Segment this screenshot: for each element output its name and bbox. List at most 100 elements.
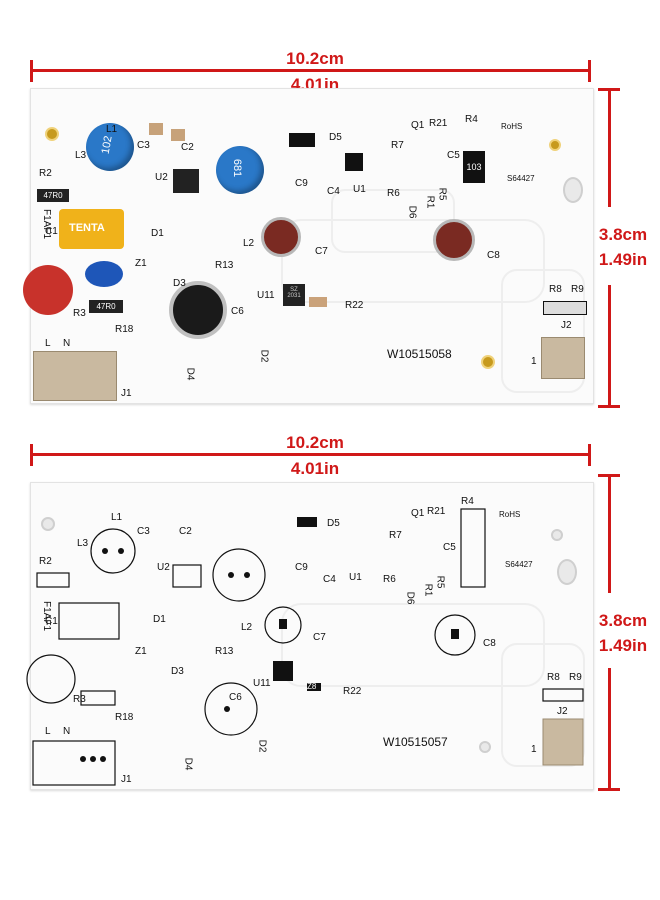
label-U11: U11 bbox=[253, 678, 271, 689]
label-R7: R7 bbox=[391, 140, 404, 151]
label-R4: R4 bbox=[461, 496, 474, 507]
label-C1: C1 bbox=[45, 616, 58, 627]
label-D4: D4 bbox=[184, 367, 196, 381]
width-dimension-tick-left-2 bbox=[30, 444, 33, 466]
board-code: S64427 bbox=[507, 174, 535, 183]
label-C7: C7 bbox=[315, 246, 328, 257]
label-R21: R21 bbox=[429, 118, 448, 129]
inductor-l2-value: 681 bbox=[231, 158, 244, 178]
mounting-hole bbox=[563, 177, 583, 203]
label-C9: C9 bbox=[295, 562, 308, 573]
label-pin1: 1 bbox=[531, 744, 537, 755]
resistors-r8-r9 bbox=[543, 301, 587, 315]
height-dimension-line-upper bbox=[608, 91, 611, 207]
capacitor-c8 bbox=[433, 219, 475, 261]
height-cm-label: 3.8cm bbox=[598, 225, 648, 244]
width-dimension-tick-right-2 bbox=[588, 444, 591, 466]
label-R7: R7 bbox=[389, 530, 402, 541]
height-dimension-tick-bottom bbox=[598, 405, 620, 408]
inductor-l1: 102 bbox=[86, 123, 134, 171]
pcb-board-top: 102 681 TENTA 47R0 47R0 SZ 2031 103 L1 L… bbox=[23, 88, 594, 404]
label-L: L bbox=[45, 338, 51, 349]
inductor-l1-value: 102 bbox=[99, 134, 115, 156]
trace bbox=[281, 219, 545, 303]
height-in-label: 1.49in bbox=[598, 250, 648, 269]
label-R9: R9 bbox=[571, 284, 584, 295]
width-cm-label: 10.2cm bbox=[286, 49, 344, 68]
capacitor-c3 bbox=[149, 123, 163, 135]
height-dimension-line-lower-2 bbox=[608, 668, 611, 788]
label-D2: D2 bbox=[258, 349, 270, 363]
label-R22: R22 bbox=[343, 686, 362, 697]
trace bbox=[501, 269, 585, 393]
label-D1: D1 bbox=[153, 614, 166, 625]
height-dimension-line-upper-2 bbox=[608, 477, 611, 593]
label-pin1: 1 bbox=[531, 356, 537, 367]
u11-marking: Z8 bbox=[307, 682, 317, 691]
label-R3: R3 bbox=[73, 694, 86, 705]
label-C8: C8 bbox=[483, 638, 496, 649]
capacitor-c2 bbox=[171, 129, 185, 141]
height-dimension-tick-bottom-2 bbox=[598, 788, 620, 791]
label-U11: U11 bbox=[257, 290, 275, 301]
label-C4: C4 bbox=[323, 574, 336, 585]
label-R3: R3 bbox=[73, 308, 86, 319]
capacitor-c1: TENTA bbox=[59, 209, 124, 249]
label-C4: C4 bbox=[327, 186, 340, 197]
connector-j2 bbox=[541, 337, 585, 379]
label-C5: C5 bbox=[443, 542, 456, 553]
mounting-hole bbox=[551, 529, 563, 541]
mounting-hole bbox=[557, 559, 577, 585]
label-R2: R2 bbox=[39, 168, 52, 179]
label-D1: D1 bbox=[151, 228, 164, 239]
height-dimension-line-lower bbox=[608, 285, 611, 405]
label-J2: J2 bbox=[561, 320, 572, 331]
height-in-label-2: 1.49in bbox=[598, 636, 648, 655]
width-dimension-line bbox=[33, 69, 588, 72]
rohs-mark: RoHS bbox=[501, 122, 523, 131]
connector-j1 bbox=[33, 351, 117, 401]
ic-u2 bbox=[173, 169, 199, 193]
label-R8: R8 bbox=[549, 284, 562, 295]
label-C6: C6 bbox=[229, 692, 242, 703]
label-N: N bbox=[63, 338, 71, 349]
label-R13: R13 bbox=[215, 260, 234, 271]
label-R18: R18 bbox=[115, 324, 134, 335]
label-R5: R5 bbox=[436, 187, 448, 201]
label-R9: R9 bbox=[569, 672, 582, 683]
width-cm-label-2: 10.2cm bbox=[286, 433, 344, 452]
width-dimension-tick-right bbox=[588, 60, 591, 82]
width-in-label-2: 4.01in bbox=[290, 459, 340, 478]
label-Q1: Q1 bbox=[411, 120, 425, 131]
rohs-mark: RoHS bbox=[499, 510, 521, 519]
label-R1: R1 bbox=[424, 195, 436, 209]
ic-u1 bbox=[345, 153, 363, 171]
resistor-r4: 103 bbox=[463, 151, 485, 183]
label-L3: L3 bbox=[77, 538, 89, 549]
part-number: W10515058 bbox=[387, 347, 452, 361]
label-R6: R6 bbox=[387, 188, 400, 199]
label-D6: D6 bbox=[404, 591, 416, 605]
label-Q1: Q1 bbox=[411, 508, 425, 519]
diode-d5 bbox=[289, 133, 315, 147]
mounting-hole bbox=[479, 741, 491, 753]
label-R8: R8 bbox=[547, 672, 560, 683]
mounting-pad bbox=[45, 127, 59, 141]
height-dimension-tick-top-2 bbox=[598, 474, 620, 477]
label-D6: D6 bbox=[406, 205, 418, 219]
label-D3: D3 bbox=[173, 278, 186, 289]
label-C2: C2 bbox=[181, 142, 194, 153]
label-U1: U1 bbox=[353, 184, 366, 195]
capacitor-c6 bbox=[169, 281, 227, 339]
label-R18: R18 bbox=[115, 712, 134, 723]
label-Z1: Z1 bbox=[135, 646, 147, 657]
label-L2: L2 bbox=[243, 238, 255, 249]
label-R5: R5 bbox=[434, 575, 446, 589]
mounting-hole bbox=[41, 517, 55, 531]
label-D5: D5 bbox=[327, 518, 340, 529]
label-C2: C2 bbox=[179, 526, 192, 537]
label-C3: C3 bbox=[137, 526, 150, 537]
varistor bbox=[23, 265, 73, 315]
trace bbox=[281, 603, 545, 687]
part-number: W10515057 bbox=[383, 735, 448, 749]
